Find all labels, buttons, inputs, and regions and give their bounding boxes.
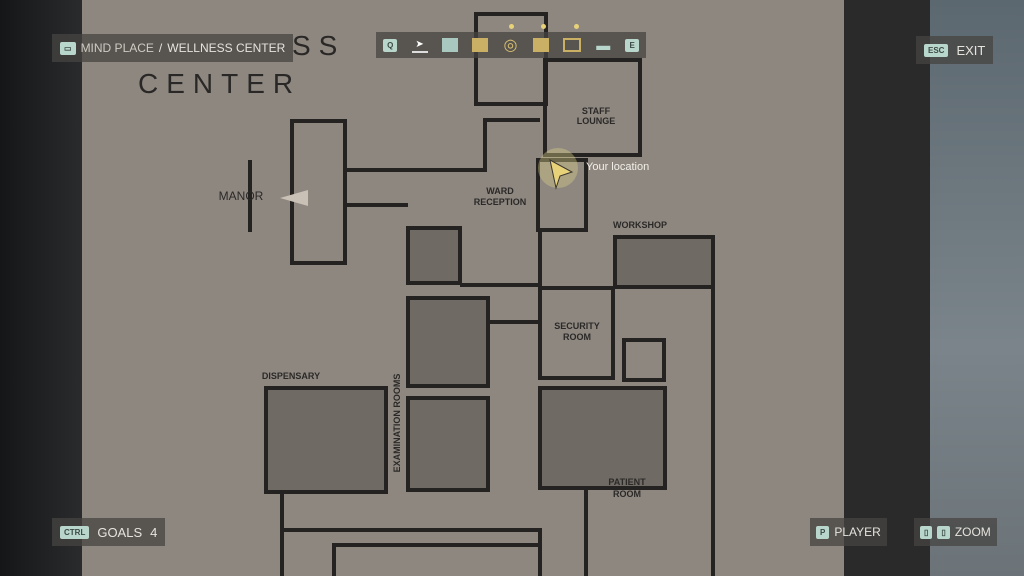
- breadcrumb-wellness-center: WELLNESS CENTER: [167, 41, 286, 55]
- label-ward-2: RECEPTION: [474, 197, 527, 207]
- svg-text:PATIENT: PATIENT: [608, 477, 646, 487]
- document-icon[interactable]: [472, 38, 489, 52]
- exit-label: EXIT: [956, 42, 986, 58]
- breadcrumb-sep: /: [158, 41, 163, 55]
- background-right: [930, 0, 1024, 576]
- goals-label: GOALS: [97, 524, 143, 540]
- label-exam-rooms: EXAMINATION ROOMS: [392, 374, 402, 473]
- dispensary: [264, 386, 388, 494]
- breadcrumb: ▭ MIND PLACE / WELLNESS CENTER: [52, 34, 294, 62]
- board-frame: [844, 0, 930, 576]
- navigate-icon[interactable]: ➤: [411, 37, 428, 53]
- svg-text:WARD: WARD: [486, 186, 514, 196]
- label-ward-1: WARD: [486, 186, 514, 196]
- label-security-2: ROOM: [563, 332, 591, 342]
- label-patient-1: PATIENT: [608, 477, 646, 487]
- mouse-icon: ▯: [937, 525, 950, 539]
- indicator-dot: [541, 24, 546, 29]
- goals-button[interactable]: CTRL GOALS 4: [52, 518, 166, 546]
- gun-icon[interactable]: ▬: [596, 37, 611, 53]
- svg-text:STAFF: STAFF: [582, 106, 611, 116]
- cassette-icon[interactable]: [532, 38, 549, 52]
- svg-text:LOUNGE: LOUNGE: [577, 116, 616, 126]
- player-cursor-icon: [549, 159, 574, 190]
- label-security-1: SECURITY: [554, 321, 600, 331]
- map-icon: ▭: [60, 41, 76, 55]
- breadcrumb-mind-place[interactable]: MIND PLACE: [80, 41, 154, 55]
- manor-arrow-icon: [280, 190, 308, 206]
- map-title-line1: SS: [292, 30, 346, 61]
- prev-tab-key[interactable]: Q: [383, 38, 398, 52]
- svg-text:ROOM: ROOM: [613, 489, 641, 499]
- radio-signal-icon[interactable]: ◎: [503, 37, 518, 54]
- security-room: [538, 286, 615, 380]
- label-workshop: WORKSHOP: [613, 220, 667, 230]
- exam-room-1: [406, 296, 490, 388]
- svg-text:SECURITY: SECURITY: [554, 321, 600, 331]
- mouse-wheel-icon: ▯: [920, 525, 933, 539]
- your-location-label: Your location: [586, 161, 649, 173]
- manor-corridor: [290, 119, 347, 265]
- case-file-icon[interactable]: [441, 38, 458, 52]
- indicator-dot: [574, 24, 579, 29]
- goals-count: 4: [150, 524, 158, 540]
- ward-room: [536, 158, 588, 232]
- background-left: [0, 0, 82, 576]
- zoom-label: ZOOM: [954, 525, 991, 539]
- restroom-1: [406, 226, 462, 285]
- map-title-line2: CENTER: [138, 68, 302, 99]
- restroom-2: [622, 338, 666, 382]
- esc-key: ESC: [924, 43, 949, 57]
- player-button[interactable]: P PLAYER: [810, 518, 887, 546]
- patient-room: [538, 386, 667, 490]
- label-manor: MANOR: [219, 189, 264, 203]
- tv-icon[interactable]: [562, 38, 581, 52]
- label-staff-lounge-2: LOUNGE: [577, 116, 616, 126]
- zoom-control[interactable]: ▯ ▯ ZOOM: [914, 518, 997, 546]
- svg-text:RECEPTION: RECEPTION: [474, 197, 527, 207]
- toolbar: Q ➤ ◎ ▬ E: [376, 32, 646, 58]
- label-patient-2: ROOM: [613, 489, 641, 499]
- p-key: P: [816, 525, 830, 539]
- exam-room-2: [406, 396, 490, 492]
- workshop: [613, 235, 715, 289]
- exit-button[interactable]: ESC EXIT: [916, 36, 994, 64]
- next-tab-key[interactable]: E: [625, 38, 639, 52]
- label-staff-lounge-1: STAFF: [582, 106, 611, 116]
- player-label: PLAYER: [834, 525, 881, 539]
- svg-text:ROOM: ROOM: [563, 332, 591, 342]
- indicator-dot: [509, 24, 514, 29]
- staff-lounge: [543, 58, 642, 157]
- ctrl-key: CTRL: [60, 525, 90, 539]
- label-dispensary: DISPENSARY: [262, 371, 320, 381]
